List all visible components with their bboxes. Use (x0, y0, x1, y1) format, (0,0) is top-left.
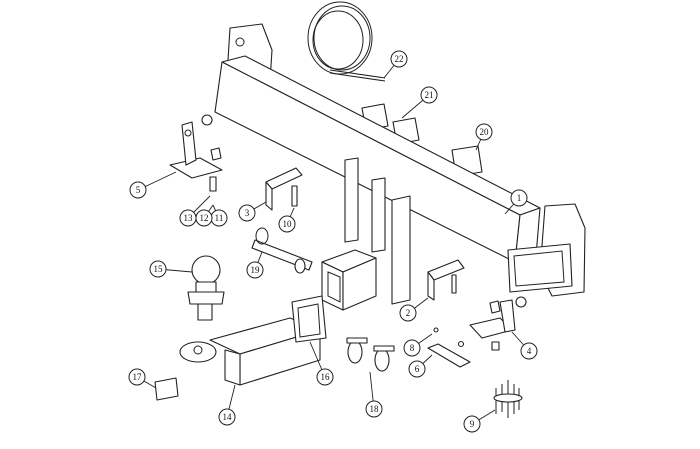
callout-number: 11 (215, 213, 224, 223)
callout-circle (179, 209, 197, 227)
callout-13: 13 (179, 195, 211, 227)
callout-18: 18 (365, 371, 383, 418)
callout-number: 18 (370, 404, 380, 414)
callout-circle (399, 304, 417, 322)
callout-number: 5 (136, 185, 141, 195)
callout-number: 21 (425, 90, 434, 100)
callout-9: 9 (463, 409, 496, 433)
callout-number: 4 (527, 346, 532, 356)
callout-circle (408, 360, 426, 378)
tow-ball (187, 255, 225, 321)
callout-number: 15 (154, 264, 164, 274)
callout-circle (365, 400, 383, 418)
bracket-2 (427, 259, 465, 301)
callout-number: 2 (406, 308, 411, 318)
callout-3: 3 (238, 201, 267, 222)
callout-circle (520, 342, 538, 360)
callout-11: 11 (210, 204, 228, 227)
callout-number: 3 (245, 208, 250, 218)
callout-circle (128, 368, 146, 386)
callout-number: 16 (321, 372, 331, 382)
callout-17: 17 (128, 368, 157, 389)
callout-circle (129, 181, 147, 199)
callout-15: 15 (149, 260, 193, 278)
bracket-3 (265, 167, 303, 211)
callout-number: 20 (480, 127, 490, 137)
callout-number: 10 (283, 219, 293, 229)
callout-1: 1 (504, 189, 528, 215)
callout-21: 21 (401, 86, 438, 119)
callout-number: 12 (200, 213, 209, 223)
callout-5: 5 (129, 171, 177, 199)
callout-number: 13 (184, 213, 194, 223)
callout-number: 14 (223, 412, 233, 422)
callout-circle (238, 204, 256, 222)
crossbeam (214, 23, 586, 311)
bolt-set-9 (493, 380, 523, 418)
bracket-4 (469, 296, 527, 351)
callout-circle (278, 215, 296, 233)
callout-16: 16 (309, 341, 334, 386)
callout-number: 22 (395, 54, 404, 64)
callout-14: 14 (218, 384, 236, 426)
callout-10: 10 (278, 207, 296, 233)
callout-8: 8 (403, 333, 433, 357)
bracket-left (169, 114, 223, 192)
callout-4: 4 (511, 331, 538, 360)
callout-19: 19 (246, 251, 264, 279)
callout-circle (475, 123, 493, 141)
receiver-cover (291, 295, 327, 343)
callout-circle (420, 86, 438, 104)
shackles (346, 337, 395, 372)
callout-number: 9 (470, 419, 475, 429)
callout-circle (246, 261, 264, 279)
callout-circle (316, 368, 334, 386)
callout-circle (390, 50, 408, 68)
callout-20: 20 (475, 123, 493, 151)
callout-number: 1 (517, 193, 522, 203)
callout-number: 8 (410, 343, 415, 353)
callout-circle (463, 415, 481, 433)
callout-6: 6 (408, 354, 433, 378)
callout-circle (149, 260, 167, 278)
wiring-coil (307, 1, 386, 82)
callout-12: 12 (195, 204, 214, 227)
callout-number: 19 (251, 265, 261, 275)
callout-circle (218, 408, 236, 426)
callout-22: 22 (383, 50, 408, 79)
hitch-pin (251, 227, 313, 274)
callout-number: 17 (133, 372, 143, 382)
plate-6 (427, 327, 471, 368)
callout-circle (403, 339, 421, 357)
callout-circle (510, 189, 528, 207)
callout-number: 6 (415, 364, 420, 374)
callout-2: 2 (399, 297, 429, 322)
